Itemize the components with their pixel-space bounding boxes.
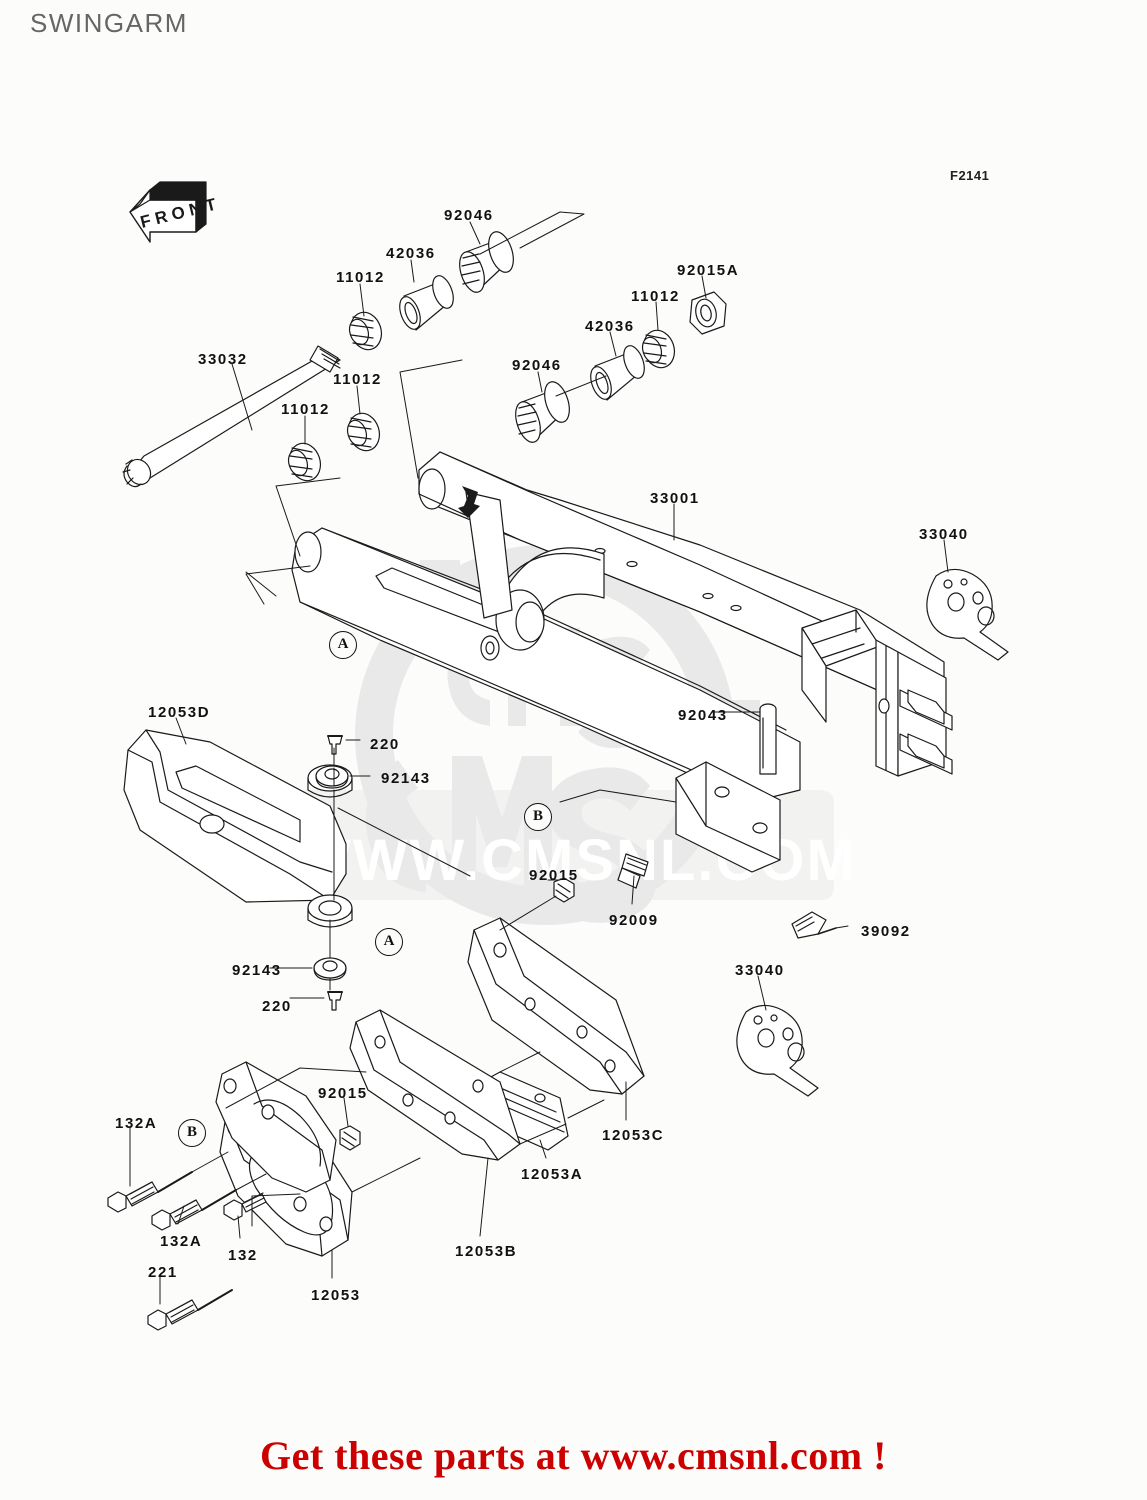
part-label-12053B[interactable]: 12053B [455, 1243, 518, 1260]
part-42036-collar-a [399, 275, 454, 331]
part-label-12053[interactable]: 12053 [311, 1287, 361, 1304]
part-92009-screw [617, 853, 649, 889]
part-label-132A[interactable]: 132A [115, 1115, 158, 1132]
part-label-221[interactable]: 221 [148, 1264, 178, 1281]
reference-marker-a[interactable]: A [375, 928, 403, 956]
part-33032-shaft [122, 345, 341, 488]
part-92043-pin [759, 703, 777, 775]
part-label-132A[interactable]: 132A [160, 1233, 203, 1250]
part-39092-clamp [791, 911, 837, 939]
part-11012-cap-a [287, 442, 322, 482]
part-label-33032[interactable]: 33032 [198, 351, 248, 368]
part-33040-adjuster-b [736, 1004, 819, 1097]
reference-marker-b[interactable]: B [524, 803, 552, 831]
part-label-42036[interactable]: 42036 [585, 318, 635, 335]
part-label-92046[interactable]: 92046 [512, 357, 562, 374]
part-33040-adjuster-a [926, 568, 1009, 661]
part-label-92046[interactable]: 92046 [444, 207, 494, 224]
part-label-92015[interactable]: 92015 [529, 867, 579, 884]
part-label-220[interactable]: 220 [262, 998, 292, 1015]
diagram-reference-code: F2141 [950, 168, 990, 183]
reference-marker-a[interactable]: A [329, 631, 357, 659]
part-label-92143[interactable]: 92143 [232, 962, 282, 979]
part-label-92015[interactable]: 92015 [318, 1085, 368, 1102]
page-title: SWINGARM [30, 8, 188, 38]
part-33001-swingarm-body [291, 451, 953, 873]
part-label-33040[interactable]: 33040 [919, 526, 969, 543]
part-label-92015A[interactable]: 92015A [677, 262, 740, 279]
part-label-33001[interactable]: 33001 [650, 490, 700, 507]
part-92015-nut-b [339, 1125, 361, 1151]
part-label-220[interactable]: 220 [370, 736, 400, 753]
part-92046-bearing-b [515, 381, 570, 443]
part-42036-collar-b [590, 345, 645, 401]
part-132A-bolt-a [107, 1171, 193, 1213]
part-label-11012[interactable]: 11012 [333, 371, 382, 388]
part-11012-cap-b [346, 412, 381, 452]
part-11012-cap-d [641, 329, 676, 369]
part-92143-collar-b [313, 957, 347, 981]
part-12053B-guard [349, 1009, 521, 1161]
reference-marker-b[interactable]: B [178, 1119, 206, 1147]
part-label-42036[interactable]: 42036 [386, 245, 436, 262]
part-12053-bracket-upper [215, 1061, 337, 1193]
part-132A-bolt-b [151, 1189, 237, 1231]
part-label-12053D[interactable]: 12053D [148, 704, 211, 721]
part-label-12053C[interactable]: 12053C [602, 1127, 665, 1144]
part-92143-collar-a [315, 765, 349, 789]
part-220-screw-b [327, 991, 343, 1011]
part-label-92009[interactable]: 92009 [609, 912, 659, 929]
part-label-12053A[interactable]: 12053A [521, 1166, 584, 1183]
part-label-11012[interactable]: 11012 [336, 269, 385, 286]
part-92046-bearing-a [459, 231, 514, 293]
part-label-39092[interactable]: 39092 [861, 923, 911, 940]
part-220-screw-a [327, 735, 343, 755]
part-12053D-chain-guide [123, 729, 353, 928]
part-12053C-slipper [467, 917, 645, 1095]
part-label-33040[interactable]: 33040 [735, 962, 785, 979]
part-92015-nut-a [553, 877, 575, 903]
part-label-132[interactable]: 132 [228, 1247, 258, 1264]
front-arrow-icon: F R O N T [129, 181, 219, 243]
part-11012-cap-c [348, 311, 383, 351]
footer-cta[interactable]: Get these parts at www.cmsnl.com ! [260, 1433, 887, 1478]
part-label-92043[interactable]: 92043 [678, 707, 728, 724]
part-221-bolt [147, 1289, 233, 1331]
exploded-parts-drawing: F R O N T [107, 181, 1009, 1331]
part-132-bolt [223, 1192, 267, 1221]
part-92015A-nut [689, 291, 727, 335]
part-label-11012[interactable]: 11012 [631, 288, 680, 305]
part-label-11012[interactable]: 11012 [281, 401, 330, 418]
part-label-92143[interactable]: 92143 [381, 770, 431, 787]
